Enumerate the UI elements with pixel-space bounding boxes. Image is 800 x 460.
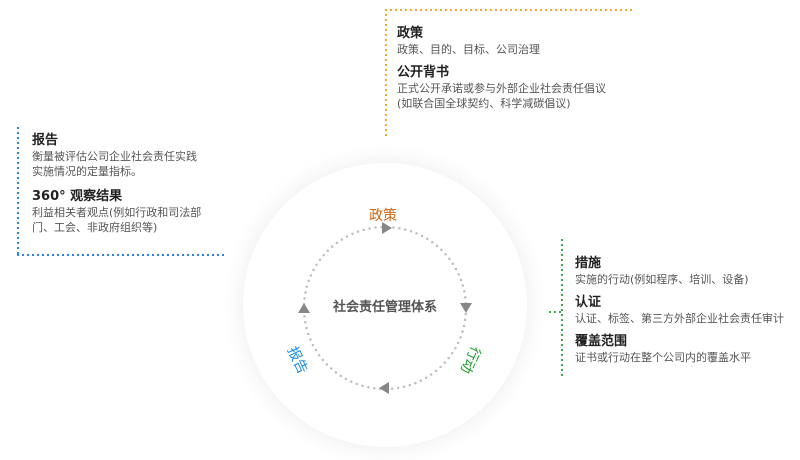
arrow-down-icon bbox=[460, 303, 472, 313]
item-desc: 正式公开承诺或参与外部企业社会责任倡议 bbox=[397, 82, 606, 95]
report-item: 360° 观察结果 利益相关者观点(例如行政和司法部 门、工会、非政府组织等) bbox=[32, 189, 201, 235]
arrow-right-icon bbox=[382, 222, 392, 234]
item-desc: 利益相关者观点(例如行政和司法部 bbox=[32, 206, 202, 219]
item-desc: 门、工会、非政府组织等) bbox=[32, 221, 158, 234]
item-desc: 认证、标签、第三方外部企业社会责任审计 bbox=[575, 312, 784, 325]
item-title: 360° 观察结果 bbox=[32, 189, 123, 204]
policy-box: 政策 政策、目的、目标、公司治理 公开背书 正式公开承诺或参与外部企业社会责任倡… bbox=[397, 26, 606, 119]
arrow-up-icon bbox=[298, 303, 310, 313]
item-title: 公开背书 bbox=[397, 65, 450, 80]
item-desc: 证书或行动在整个公司内的覆盖水平 bbox=[575, 351, 751, 364]
item-desc: 衡量被评估公司企业社会责任实践 bbox=[32, 150, 197, 163]
item-desc: 实施的行动(例如程序、培训、设备) bbox=[575, 273, 749, 286]
action-box: 措施 实施的行动(例如程序、培训、设备) 认证 认证、标签、第三方外部企业社会责… bbox=[575, 256, 784, 373]
item-desc: 政策、目的、目标、公司治理 bbox=[397, 43, 540, 56]
policy-item: 政策 政策、目的、目标、公司治理 bbox=[397, 26, 606, 57]
action-item: 措施 实施的行动(例如程序、培训、设备) bbox=[575, 256, 784, 287]
action-item: 覆盖范围 证书或行动在整个公司内的覆盖水平 bbox=[575, 334, 784, 365]
item-title: 措施 bbox=[575, 256, 602, 271]
cycle-label-policy: 政策 bbox=[369, 208, 397, 224]
policy-item: 公开背书 正式公开承诺或参与外部企业社会责任倡议 (如联合国全球契约、科学减碳倡… bbox=[397, 65, 606, 111]
item-desc: (如联合国全球契约、科学减碳倡议) bbox=[397, 97, 571, 110]
item-title: 政策 bbox=[397, 26, 424, 41]
arrow-left-icon bbox=[379, 382, 389, 394]
item-title: 覆盖范围 bbox=[575, 334, 628, 349]
item-title: 报告 bbox=[32, 133, 59, 148]
report-box: 报告 衡量被评估公司企业社会责任实践 实施情况的定量指标。 360° 观察结果 … bbox=[32, 133, 201, 243]
item-title: 认证 bbox=[575, 295, 602, 310]
item-desc: 实施情况的定量指标。 bbox=[32, 165, 142, 178]
cycle-background bbox=[243, 163, 527, 447]
center-title: 社会责任管理体系 bbox=[332, 300, 437, 315]
action-item: 认证 认证、标签、第三方外部企业社会责任审计 bbox=[575, 295, 784, 326]
report-item: 报告 衡量被评估公司企业社会责任实践 实施情况的定量指标。 bbox=[32, 133, 201, 179]
